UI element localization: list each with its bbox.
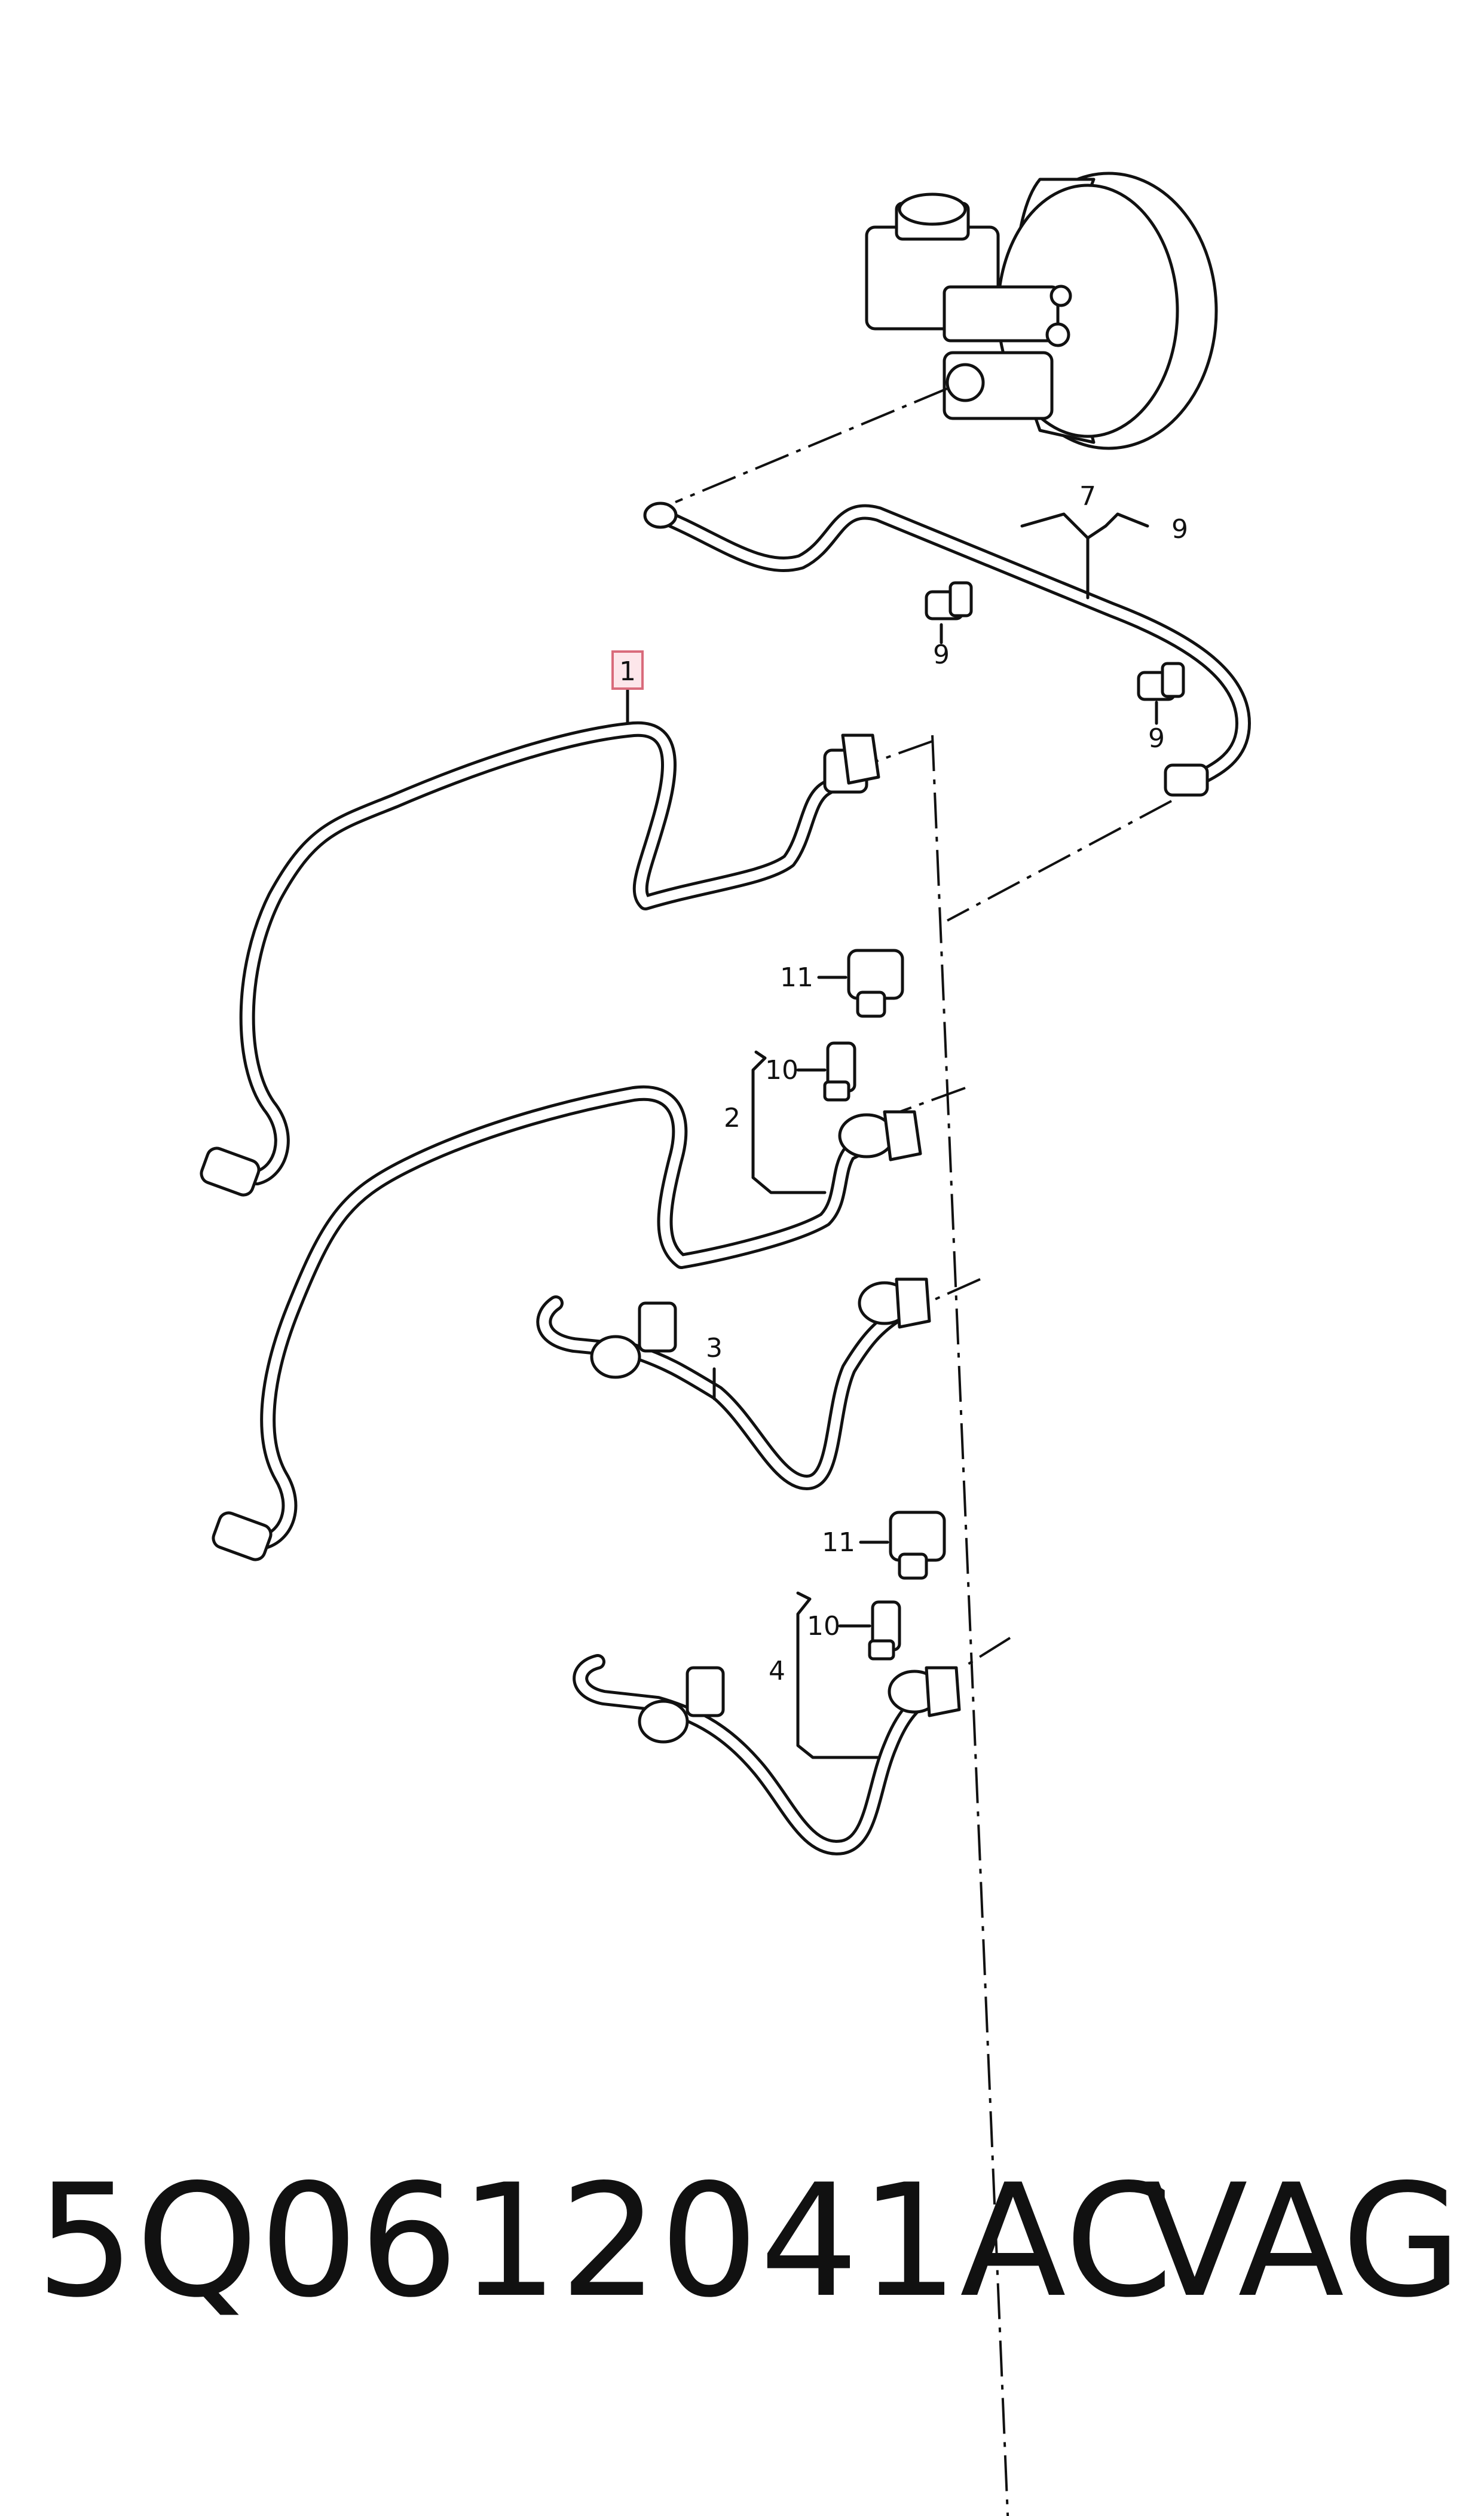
callout-4: 4 [769, 1656, 785, 1686]
clip-9-a [925, 581, 973, 620]
plug-10-lower [868, 1600, 901, 1661]
callout-1: 1 [619, 656, 636, 687]
sensor-11-upper [847, 949, 904, 1018]
callout-9-top: 9 [1171, 514, 1188, 545]
clip-9-b [1137, 662, 1185, 701]
callout-10-lower: 10 [807, 1611, 840, 1641]
leader-lines [675, 387, 1172, 2516]
hose-4 [573, 1654, 961, 1855]
hose-1 [200, 721, 880, 1197]
callout-9-clip-b: 9 [1148, 723, 1165, 754]
callout-3: 3 [706, 1333, 723, 1364]
brand-label: VAG [1142, 2151, 1462, 2332]
brake-booster-assembly [865, 172, 1218, 450]
plug-10-upper [823, 1041, 856, 1102]
hose-3 [536, 1277, 931, 1490]
hose-7 [643, 502, 1251, 797]
sensor-11-lower [889, 1511, 946, 1580]
callout-10-upper: 10 [765, 1055, 798, 1086]
callout-7: 7 [1079, 481, 1096, 512]
hose-2 [212, 1085, 922, 1561]
callout-lines [626, 512, 1158, 1759]
callout-1-highlight [611, 650, 644, 690]
callout-labels: 1 7 9 9 9 11 10 2 3 11 10 4 [611, 481, 1188, 1686]
part-number: 5Q0612041AC [36, 2151, 1174, 2332]
callout-9-clip-a: 9 [933, 640, 950, 670]
callout-2: 2 [724, 1103, 741, 1133]
callout-11-upper: 11 [780, 962, 813, 993]
callout-11-lower: 11 [822, 1527, 855, 1558]
